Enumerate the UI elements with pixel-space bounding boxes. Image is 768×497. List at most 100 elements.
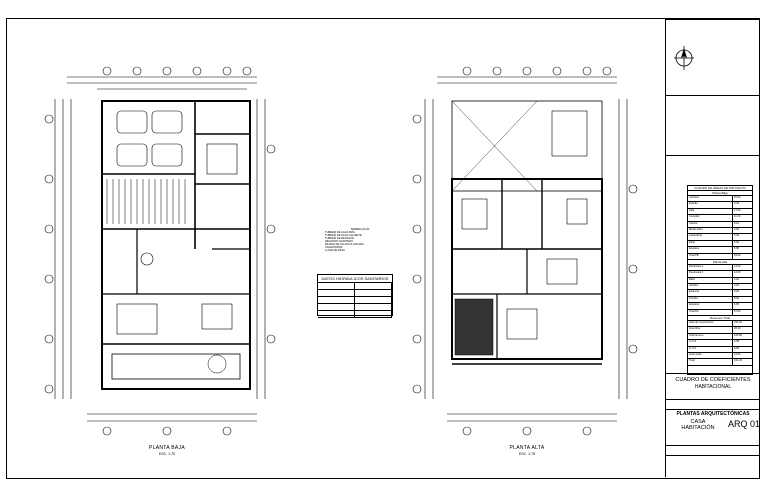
area-name: Estancia [689,290,699,294]
table-row: Cocina 9.10 [688,221,752,228]
sheet-number: ARQ 01 [728,419,761,429]
legend-title: SIMBOLOGÍA [350,227,370,231]
table-row: Estancia 9.20 [688,290,752,297]
area-name: Vestidor [689,284,699,288]
area-name: Recámara 1 [689,264,704,268]
legend-item: REGISTRO SANITARIO [325,240,354,243]
area-name: Área de construcción [689,321,714,325]
table-row: Cochera 25.00 [688,196,752,203]
area-value: 151.20 [732,359,752,365]
area-value: 4.20 [732,277,752,284]
table-row: Estudio 9.30 [688,202,752,209]
area-value: 5.00 [732,234,752,240]
area-value: 93.60 [732,253,752,259]
table-row: Recámara 1 14.20 [688,264,752,272]
area-name: Área verde [689,352,702,356]
coefficients-box [666,373,760,399]
coefficients-title: CUADRO DE COEFICIENTES [675,377,751,383]
coefficients-subtitle: HABITACIONAL [694,384,732,390]
area-value: 151.20 [732,321,752,327]
legend-item: BAJADA DE AGUAS PLUVIALES [325,243,364,246]
area-value: 9.10 [732,221,752,227]
table-row: C.O.S.0.58 [688,340,752,347]
ground-floor-scale: ESC. 1:75 [159,452,175,456]
table-row [318,311,392,318]
table-row: Total 151.20 [688,359,752,366]
area-name: Recámara 2 [689,271,704,275]
area-name: Lavandería [689,234,702,238]
sheet-main-title: PLANTAS ARQUITECTÓNICAS [676,411,750,417]
hydraulic-table-title: DATOS HIDRÁULICOS SANITARIOS [318,275,392,283]
area-name: Cochera [689,196,699,199]
legend-item: TUBERÍA DE DESAGÜE [325,237,354,240]
project-name-line1: CASA [690,419,706,425]
tb-row [666,455,760,477]
area-name: Patio [689,240,695,244]
table-row: Recámara 2 12.00 [688,271,752,278]
legend-item: TUBERÍA DE AGUA FRÍA [325,231,355,234]
area-name: Total [689,359,695,363]
area-value: 57.60 [732,309,752,316]
table-row: Área verde 12.00 [688,352,752,360]
area-value: 6.80 [732,303,752,309]
ground-floor-plan [44,66,276,436]
area-value: 0.58 [732,340,752,346]
title-block: CUADRO DE COEFICIENTES HABITACIONAL PLAN… [665,19,761,477]
project-name-line2: HABITACIÓN [681,425,715,431]
area-value: 2.60 [732,227,752,234]
areas-table: CUADRO DE ÁREAS DE PROYECTO Planta Baja … [687,185,753,375]
area-name: Terraza [689,296,698,300]
areas-section-title: Resumen Total [688,316,752,322]
areas-section-title: Planta Baja [688,191,752,196]
area-value: 12.00 [732,271,752,277]
drawing-sheet: PLANTA BAJA ESC. 1:75 PLANTA ALTA ESC. 1… [6,18,760,479]
area-name: Cocina [689,221,698,225]
area-name: C.U.S. [689,346,697,350]
area-name: Estudio [689,202,698,206]
table-row: Terraza 8.00 [688,296,752,304]
area-name: Sala [689,208,695,212]
area-value: 8.00 [732,296,752,303]
table-row [318,304,392,311]
table-row: Área libre 28.10 [688,327,752,334]
area-value: 25.00 [732,196,752,202]
area-value: 6.00 [732,240,752,247]
table-row [318,290,392,297]
area-name: Área libre [689,327,701,331]
area-name: Escalera [689,247,700,251]
areas-table-title: CUADRO DE ÁREAS DE PROYECTO [688,186,752,191]
area-name: Total terreno [689,333,704,337]
area-name: Escalera [689,303,700,307]
tb-row [666,399,760,409]
project-name: CASA HABITACIÓN [670,419,726,431]
legend-item: CALENTADOR [325,246,343,249]
north-arrow-icon [674,46,694,70]
table-row: Lavandería 5.00 [688,234,752,241]
table-row: Escalera 6.80 [688,303,752,310]
north-arrow-box [666,19,760,95]
area-value: 28.10 [732,327,752,333]
upper-floor-plan [412,66,638,436]
area-value: 9.20 [732,290,752,296]
area-value: 11.40 [732,215,752,221]
symbology-legend: SIMBOLOGÍA TUBERÍA DE AGUA FRÍA TUBERÍA … [325,227,395,252]
area-value: 17.60 [732,208,752,215]
table-row [318,283,392,290]
area-value: 12.00 [732,352,752,359]
table-row: Comedor 11.40 [688,215,752,222]
legend-item: LLAVE DE PASO [325,249,345,252]
hydraulic-data-table: DATOS HIDRÁULICOS SANITARIOS [317,274,393,318]
areas-section-title: Planta Alta [688,260,752,265]
area-value: 9.30 [732,202,752,208]
area-name: Comedor [689,215,700,219]
area-value: 14.20 [732,264,752,271]
areas-box [666,155,760,373]
ground-floor-title: PLANTA BAJA [149,445,185,451]
table-row: C.U.S.0.95 [688,346,752,353]
